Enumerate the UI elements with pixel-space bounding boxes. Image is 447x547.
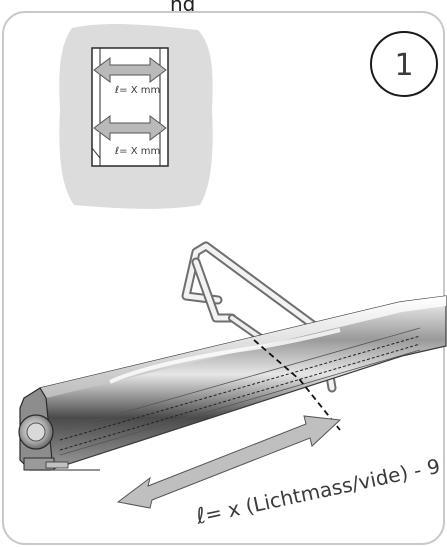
rail-profile (18, 295, 447, 471)
svg-text:1: 1 (394, 48, 413, 83)
width-arrow-top (93, 57, 167, 83)
window-opening-inset: ℓ= X mm ℓ= X mm (59, 24, 213, 209)
cut-line (253, 339, 341, 431)
inset-label-bottom: ℓ= X mm (115, 146, 160, 157)
width-arrow-bottom (93, 115, 167, 141)
inset-label-top: ℓ= X mm (115, 85, 160, 96)
length-arrow (116, 415, 342, 509)
step-number-badge: 1 (370, 31, 438, 97)
